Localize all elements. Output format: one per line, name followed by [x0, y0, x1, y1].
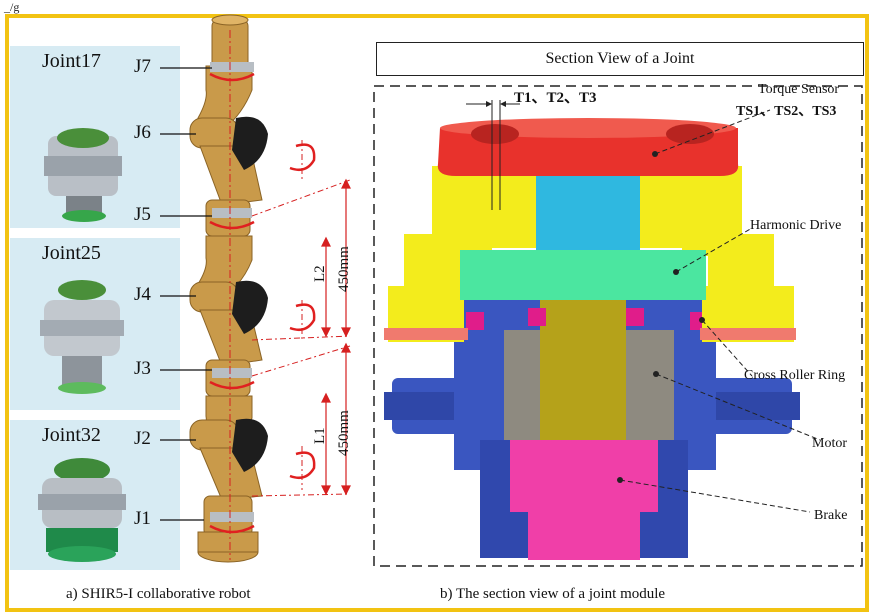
- joint-module-image: [38, 458, 126, 562]
- torque-sensor-ids: TS1、TS2、TS3: [736, 104, 837, 119]
- caption-right: b) The section view of a joint module: [440, 586, 666, 602]
- joint-label-j1: J1: [134, 508, 151, 529]
- joint-label-j2: J2: [134, 428, 151, 449]
- robot-arm-illustration: [160, 14, 351, 563]
- section-title: Section View of a Joint: [376, 42, 864, 76]
- harmonic-drive-label: Harmonic Drive: [750, 218, 842, 233]
- cross-roller-ring-label: Cross Roller Ring: [744, 368, 846, 383]
- torque-sensor-label: Torque Sensor: [758, 82, 840, 97]
- joint-panel-label: Joint32: [42, 424, 101, 446]
- joint-label-j6: J6: [134, 122, 151, 143]
- tolerance-label: T1、T2、T3: [514, 90, 597, 106]
- motor-label: Motor: [812, 436, 847, 451]
- figure-corner-mark: _/g: [4, 0, 20, 14]
- joint-module-image: [44, 128, 122, 222]
- joint-panel-label: Joint17: [42, 50, 101, 72]
- joint-panel-label: Joint25: [42, 242, 101, 264]
- brake-label: Brake: [814, 508, 848, 523]
- joint-label-j5: J5: [134, 204, 151, 225]
- joint-module-image: [40, 280, 124, 394]
- joint-label-j4: J4: [134, 284, 151, 305]
- caption-left: a) SHIR5-I collaborative robot: [66, 586, 251, 602]
- joint-panel-32: Joint32: [10, 420, 180, 570]
- joint-label-j3: J3: [134, 358, 151, 379]
- joint-panel-25: Joint25: [10, 238, 180, 410]
- joint-panel-17: Joint17: [10, 46, 180, 228]
- joint-label-j7: J7: [134, 56, 151, 77]
